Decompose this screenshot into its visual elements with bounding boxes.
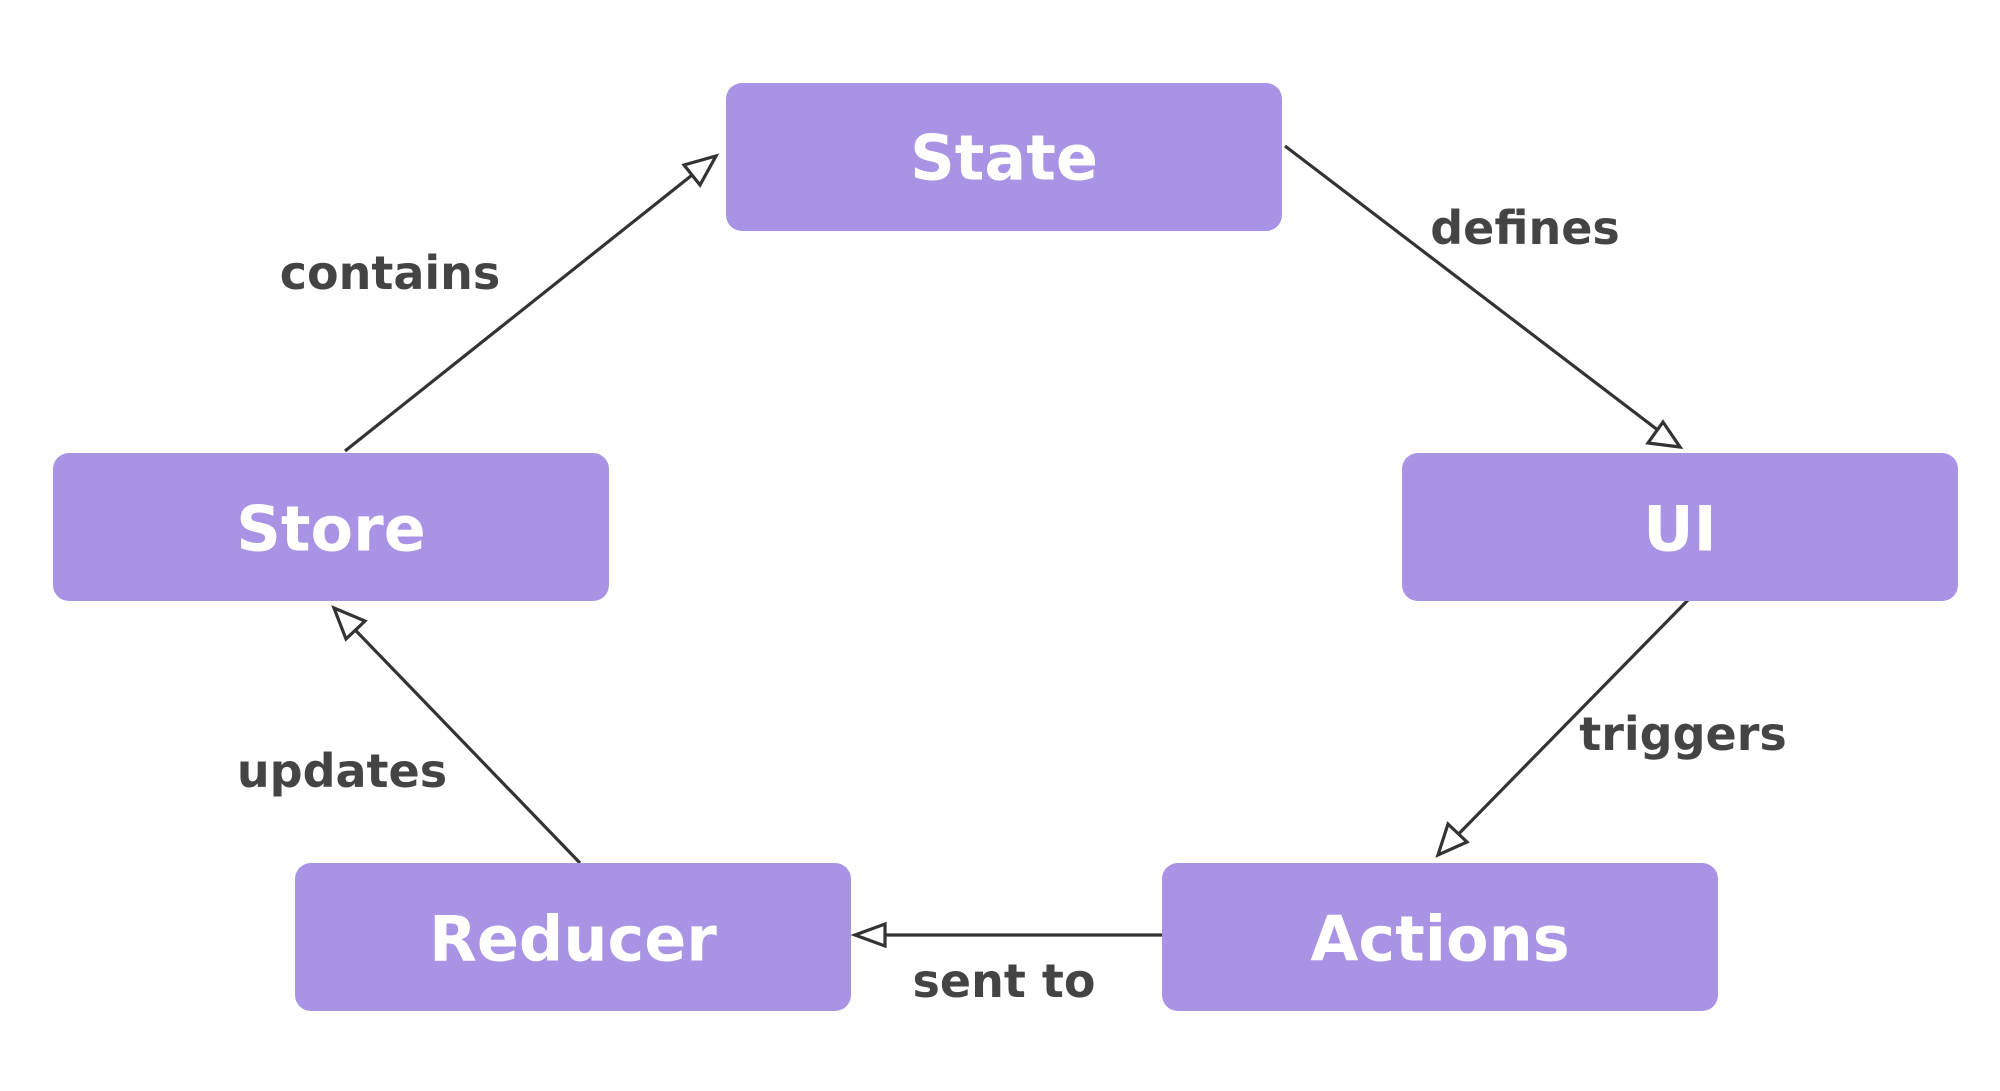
edge-contains-line (344, 154, 717, 453)
node-reducer-box (295, 863, 851, 1011)
node-store-box (53, 453, 609, 601)
edge-triggers-arrowhead (1435, 821, 1470, 858)
edge-updates: updates (237, 605, 582, 865)
node-state-box (726, 83, 1282, 231)
edge-label-updates: updates (237, 744, 447, 798)
node-ui: UI (1402, 453, 1958, 601)
node-store-label: Store (236, 493, 426, 566)
node-store: Store (53, 453, 609, 601)
edge-triggers-line (1436, 598, 1690, 857)
node-actions: Actions (1162, 863, 1718, 1011)
edge-sent-to-arrowhead (850, 921, 887, 949)
node-reducer-label: Reducer (429, 903, 717, 976)
edge-sent-to: sent to (850, 921, 1162, 1008)
edge-contains-arrowhead (681, 153, 720, 188)
edge-label-defines: defines (1430, 201, 1620, 255)
node-ui-label: UI (1643, 493, 1716, 566)
node-state: State (726, 83, 1282, 231)
edge-contains: contains (280, 153, 720, 453)
node-actions-label: Actions (1310, 903, 1569, 976)
edge-defines-line (1284, 144, 1681, 449)
node-state-label: State (910, 122, 1098, 195)
node-reducer: Reducer (295, 863, 851, 1011)
node-actions-box (1162, 863, 1718, 1011)
edge-label-triggers: triggers (1579, 707, 1787, 761)
edge-defines: defines (1284, 144, 1684, 450)
edge-defines-arrowhead (1645, 419, 1684, 450)
edge-label-sent-to: sent to (913, 954, 1096, 1008)
edge-updates-line (332, 606, 582, 865)
node-ui-box (1402, 453, 1958, 601)
edge-label-contains: contains (280, 246, 501, 300)
edge-updates-arrowhead (331, 605, 368, 642)
edge-triggers: triggers (1435, 598, 1787, 858)
